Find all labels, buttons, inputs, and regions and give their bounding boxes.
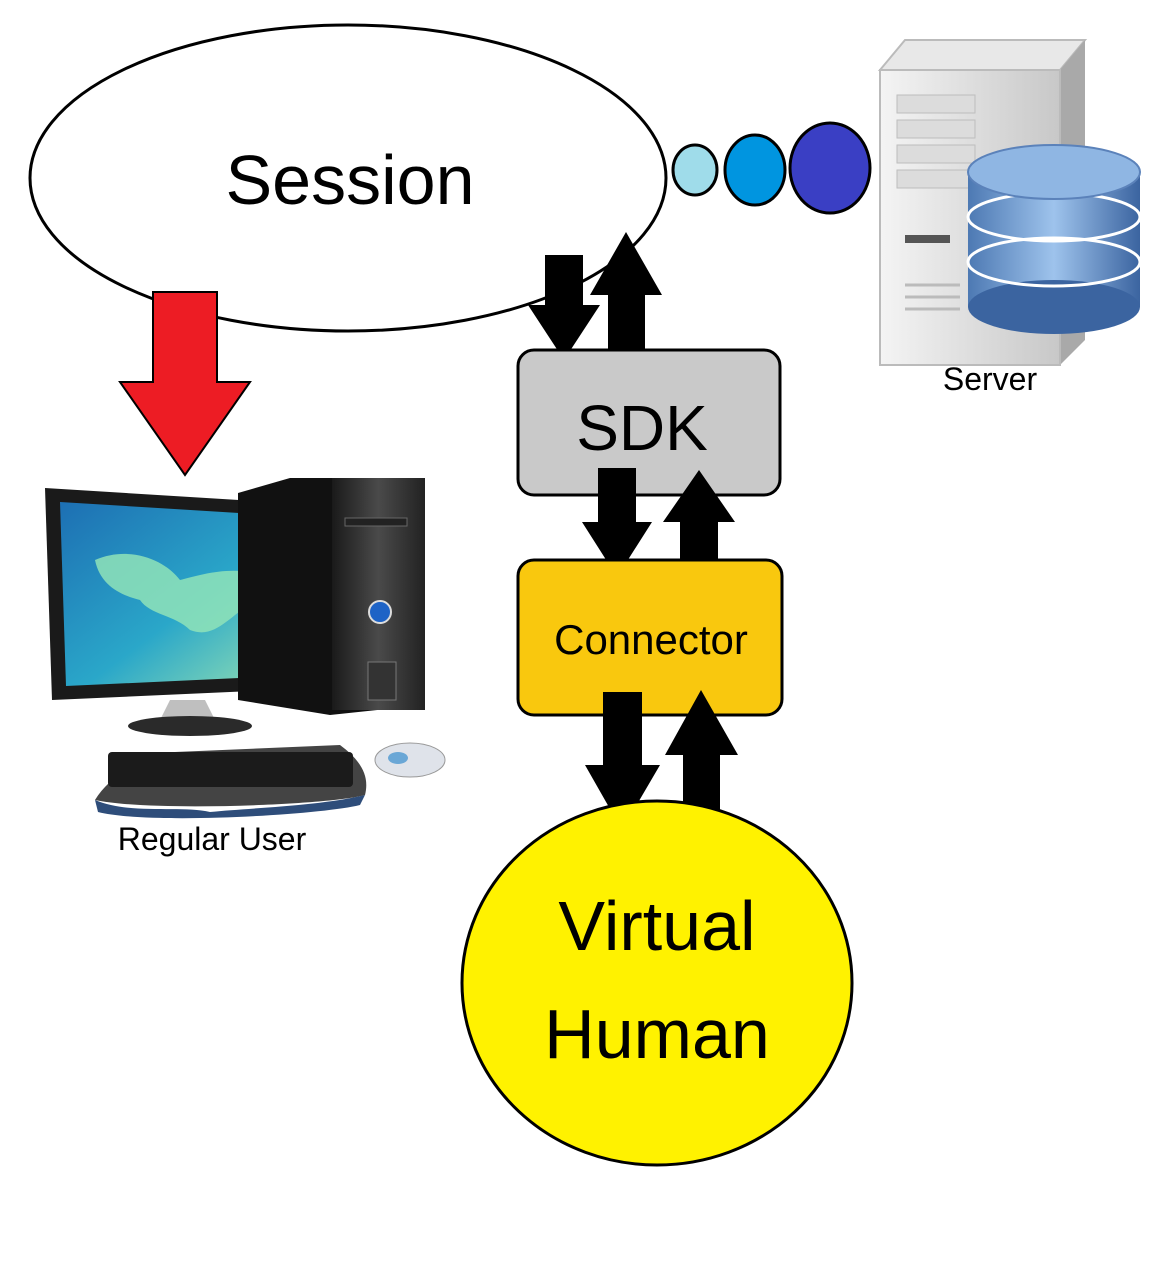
user-label: Regular User — [118, 821, 307, 857]
arrow-up-icon — [590, 232, 662, 355]
connector-node: Connector — [516, 558, 784, 717]
virtual-human-line2: Human — [544, 995, 770, 1073]
virtual-human-node: Virtual Human — [460, 799, 854, 1167]
arrow-down-icon — [582, 468, 652, 577]
virtual-human-line1: Virtual — [558, 887, 755, 965]
session-label: Session — [225, 141, 474, 219]
sdk-node: SDK — [516, 348, 782, 497]
arrow-down-icon — [585, 692, 660, 830]
connection-dots — [671, 121, 872, 215]
dot-large — [788, 121, 872, 215]
connector-label: Connector — [554, 616, 748, 663]
session-node: Session — [28, 23, 668, 333]
dot-small — [671, 143, 719, 197]
arrow-up-icon — [665, 690, 738, 830]
sdk-label: SDK — [576, 392, 708, 464]
desktop-computer-icon — [45, 478, 446, 819]
dot-medium — [723, 133, 787, 207]
arrow-down-icon — [528, 255, 600, 360]
server-database-icon — [877, 39, 1142, 366]
arrow-up-icon — [663, 470, 735, 578]
red-arrow-down-icon — [118, 291, 252, 477]
server-label: Server — [943, 361, 1038, 397]
